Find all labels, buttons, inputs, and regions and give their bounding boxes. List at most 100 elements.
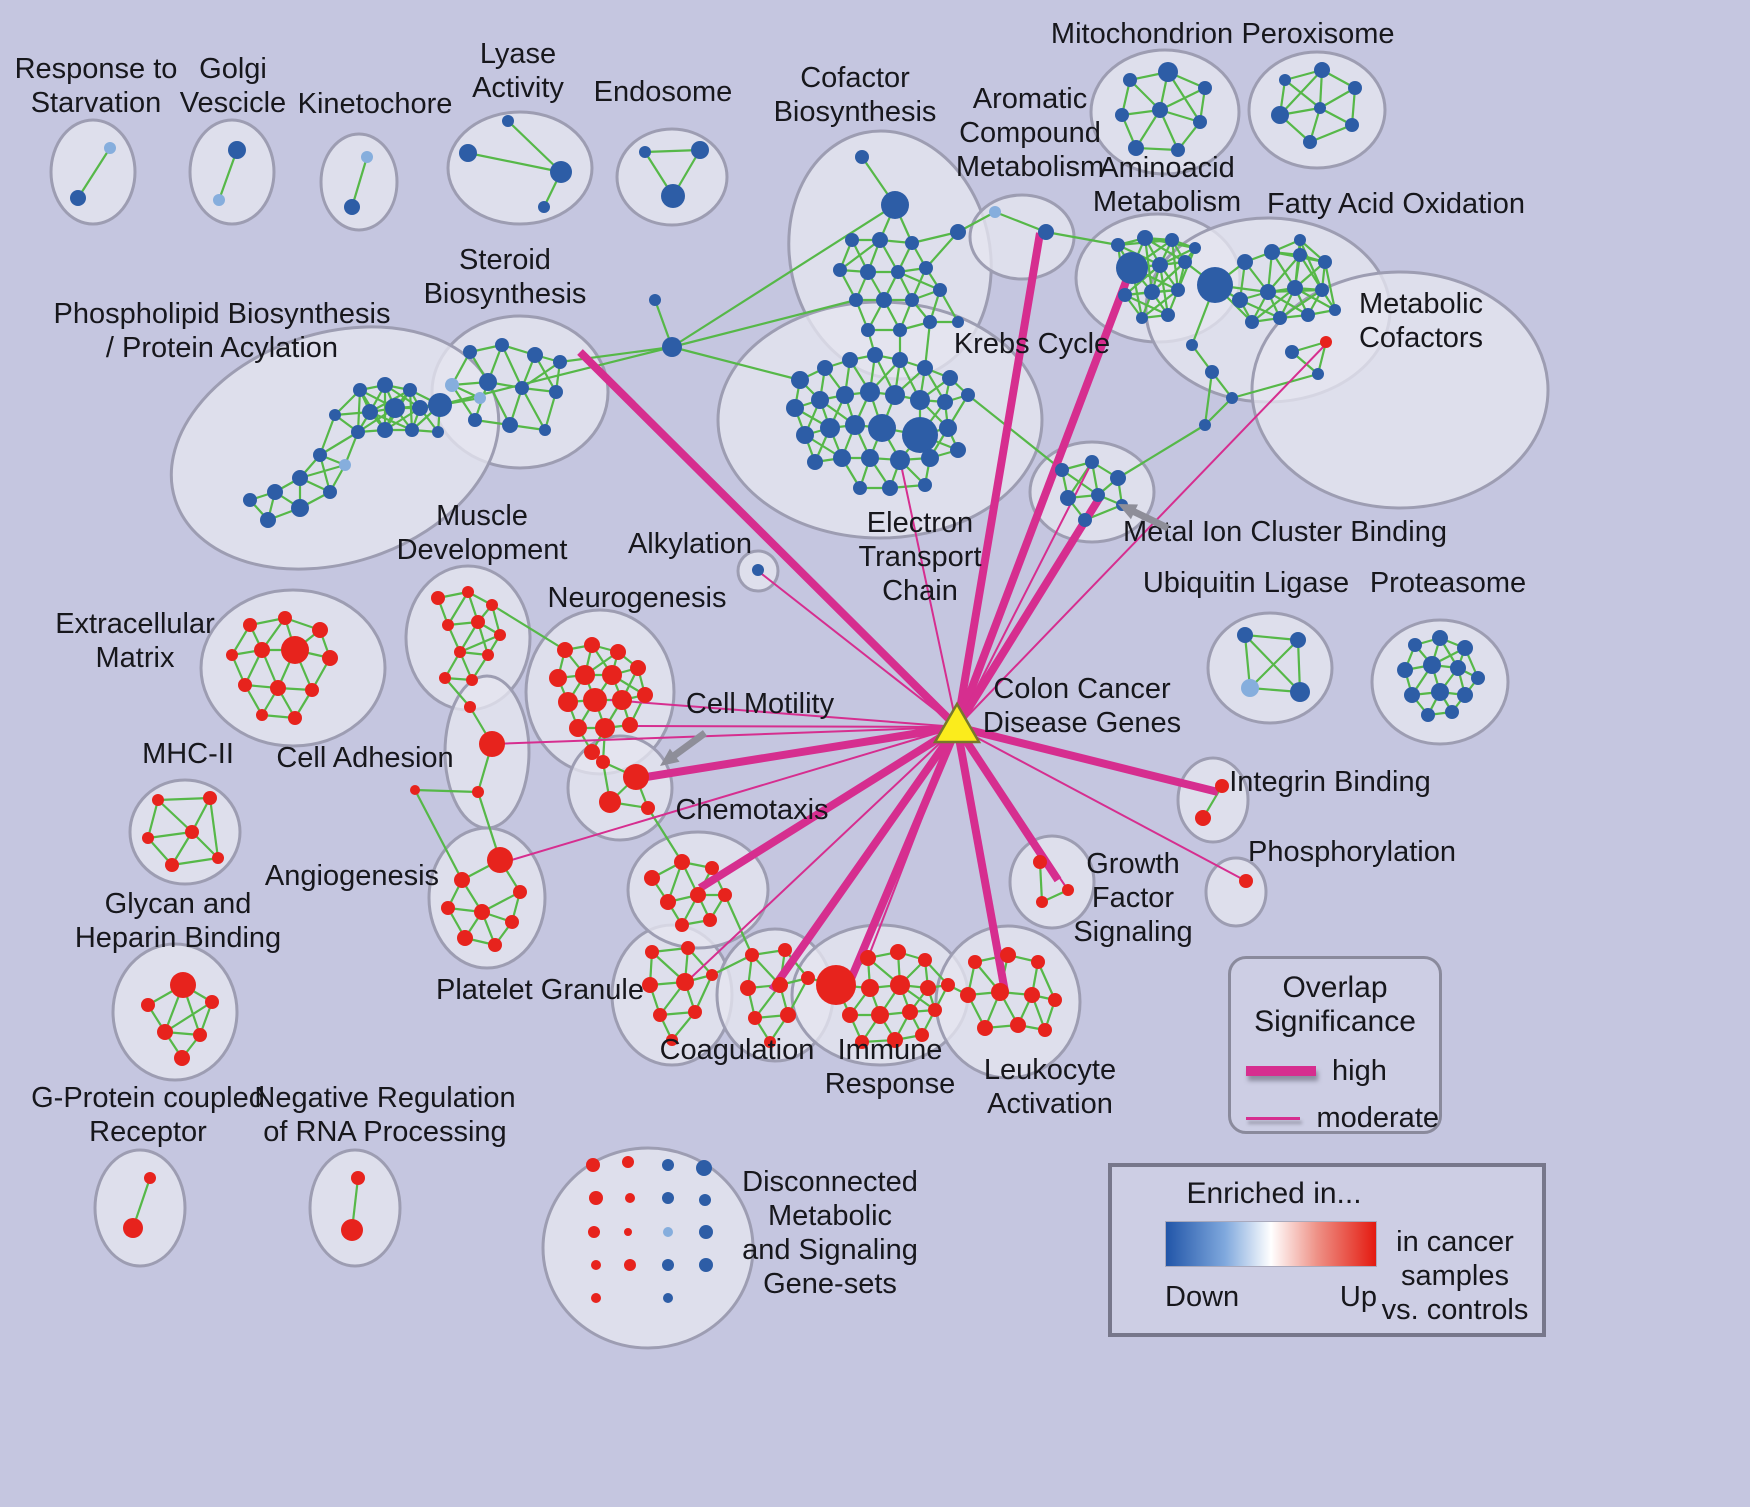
legend-overlap-title: Overlap Significance	[1231, 971, 1439, 1039]
growth-factor-signaling-label: Signaling	[1073, 916, 1192, 948]
neurogenesis-node	[569, 719, 587, 737]
peroxisome-node	[1314, 62, 1330, 78]
cofactor-biosynthesis-node	[893, 323, 907, 337]
legend-moderate-row: moderate	[1246, 1101, 1439, 1134]
high-significance-line-sample	[1246, 1066, 1316, 1076]
muscle-development-node	[494, 629, 506, 641]
disease-overlap-edge-moderate	[491, 726, 958, 745]
disease-overlap-edge-high	[768, 724, 961, 993]
mhc-ii-node	[142, 832, 154, 844]
metal-ion-cluster-binding-node	[1078, 513, 1092, 527]
electron-transport-chain-node	[942, 370, 958, 386]
growth-factor-signaling-node	[1062, 884, 1074, 896]
disease-overlap-edge-high	[953, 494, 1104, 730]
cofactor-biosynthesis-label: Cofactor	[800, 62, 910, 94]
cell-motility-ellipse	[566, 734, 674, 842]
neurogenesis-node	[610, 644, 626, 660]
pointer-arrow-head	[660, 748, 680, 766]
inter-cluster-edge	[444, 677, 471, 708]
golgi-vescicle-node	[228, 141, 246, 159]
angiogenesis-label: Angiogenesis	[265, 860, 439, 892]
cofactor-biosynthesis-node	[923, 315, 937, 329]
phospholipid-biosynthesis-node	[362, 404, 378, 420]
steroid-biosynthesis-node	[445, 378, 459, 392]
glycan-heparin-binding-node	[174, 1050, 190, 1066]
gene-set-overlap-edge	[1279, 289, 1323, 319]
platelet-granule-node	[653, 1008, 667, 1022]
gene-set-overlap-edge	[1203, 371, 1214, 426]
inter-cluster-edge	[559, 345, 673, 364]
gene-set-overlap-edge	[644, 148, 701, 154]
disconnected-gene-sets-node	[586, 1158, 600, 1172]
proteasome-node	[1397, 662, 1413, 678]
inter-cluster-edge	[711, 954, 753, 976]
gene-set-overlap-edge	[1267, 254, 1301, 293]
disconnected-gene-sets-node	[699, 1225, 713, 1239]
gene-set-overlap-edge	[157, 796, 211, 802]
cell-motility-node	[596, 755, 610, 769]
immune-response-node	[860, 950, 876, 966]
gene-set-overlap-edge	[157, 799, 193, 833]
coagulation-node	[780, 1007, 796, 1023]
immune-response-node	[941, 978, 955, 992]
extracellular-matrix-node	[278, 611, 292, 625]
electron-transport-chain-node	[786, 399, 804, 417]
peroxisome-label: Peroxisome	[1241, 18, 1394, 50]
electron-transport-chain-node	[937, 394, 953, 410]
disease-overlap-edge-moderate	[757, 570, 958, 728]
gene-set-overlap-edge	[77, 147, 111, 199]
phospholipid-biosynthesis-node	[432, 426, 444, 438]
integrin-binding-label: Integrin Binding	[1229, 766, 1431, 798]
proteasome-node	[1445, 705, 1459, 719]
golgi-vescicle-label: Golgi	[199, 53, 267, 85]
metal-ion-cluster-binding-node	[1091, 488, 1105, 502]
angiogenesis-node	[454, 872, 470, 888]
immune-response-node	[928, 1003, 942, 1017]
fatty-acid-oxidation-node	[1301, 308, 1315, 322]
gene-set-overlap-edge	[1323, 261, 1337, 311]
aminoacid-metabolism-node	[1165, 233, 1179, 247]
golgi-vescicle-node	[213, 194, 225, 206]
proteasome-node	[1457, 687, 1473, 703]
leukocyte-activation-label: Activation	[987, 1088, 1113, 1120]
cofactor-biosynthesis-node	[876, 292, 892, 308]
integrin-binding-node	[1195, 810, 1211, 826]
electron-transport-chain-node	[860, 382, 880, 402]
coagulation-node	[778, 943, 792, 957]
muscle-development-label: Development	[397, 534, 568, 566]
electron-transport-chain-node	[910, 390, 930, 410]
mitochondrion-node	[1115, 108, 1129, 122]
kinetochore-node	[361, 151, 373, 163]
cell-adhesion-node	[472, 786, 484, 798]
phospholipid-biosynthesis-label: Phospholipid Biosynthesis	[54, 298, 391, 330]
lyase-activity-node	[502, 115, 514, 127]
aminoacid-metabolism-node	[1136, 312, 1148, 324]
proteasome-node	[1408, 638, 1422, 652]
cofactor-biosynthesis-node	[872, 232, 888, 248]
immune-response-node	[890, 975, 910, 995]
inter-cluster-edge	[967, 394, 1063, 471]
gene-set-overlap-edge	[1284, 79, 1321, 109]
immune-response-node	[887, 1032, 903, 1048]
cell-motility-node	[623, 764, 649, 790]
gene-set-overlap-edge	[1309, 123, 1353, 144]
steroid-biosynthesis-node	[553, 355, 567, 369]
electron-transport-chain-node	[845, 415, 865, 435]
gene-set-overlap-edge	[414, 788, 479, 794]
moderate-significance-label: moderate	[1316, 1101, 1439, 1134]
lyase-activity-label: Lyase	[480, 38, 556, 70]
gene-set-overlap-edge	[994, 210, 1047, 234]
chemotaxis-node	[674, 854, 690, 870]
gene-set-overlap-edge	[501, 344, 523, 389]
disease-overlap-edge-high	[953, 269, 1134, 729]
disconnected-gene-sets-node	[624, 1259, 636, 1271]
ubiquitin-ligase-node	[1290, 632, 1306, 648]
proteasome-ellipse	[1370, 618, 1510, 746]
electron-transport-chain-node	[811, 391, 829, 409]
glycan-heparin-binding-label: Glycan and	[105, 888, 252, 920]
electron-transport-chain-node	[902, 417, 938, 453]
cofactor-biosynthesis-node	[881, 191, 909, 219]
colon-cancer-disease-genes-label: Disease Genes	[983, 707, 1181, 739]
